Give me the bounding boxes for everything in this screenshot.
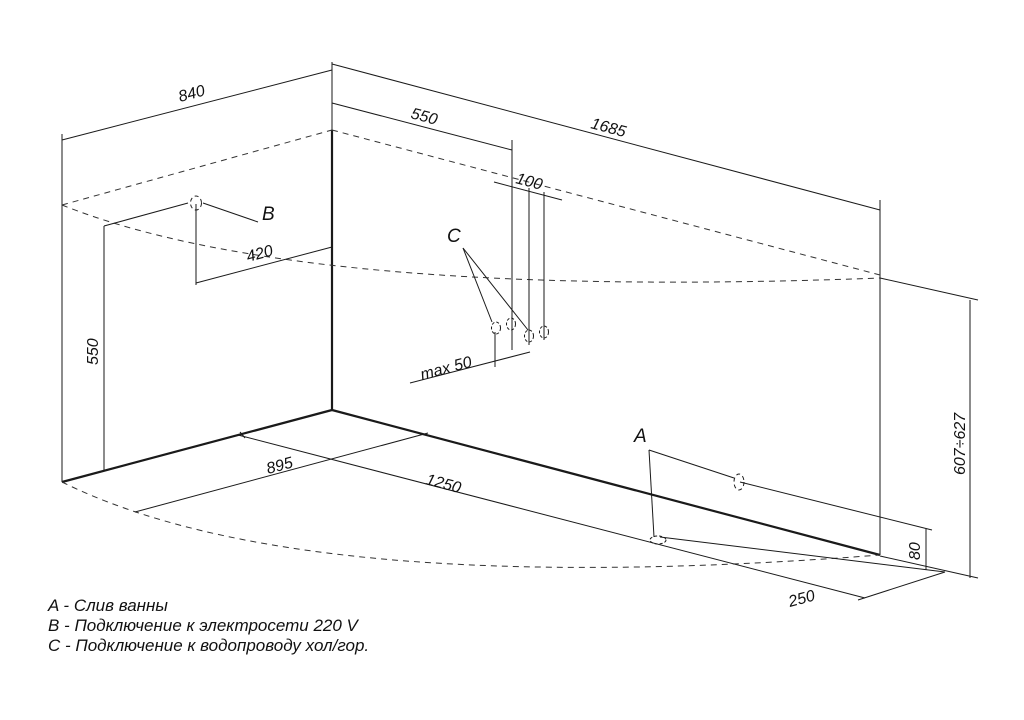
dim-250-label: 250: [786, 588, 817, 612]
dim-895-label: 895: [265, 455, 295, 478]
dim-420-label: 420: [245, 243, 275, 266]
marker-a-label: A: [633, 426, 647, 447]
marker-c: C: [447, 226, 549, 343]
hidden-rim-lines: [61, 129, 881, 568]
dim-607-627: 607÷627: [879, 277, 979, 579]
dim-550-top-label: 550: [409, 105, 439, 128]
marker-a: A: [633, 426, 745, 545]
dim-80-label: 80: [907, 542, 924, 560]
dim-840: 840: [61, 62, 333, 146]
dim-420: 420: [195, 204, 333, 285]
dim-550-top: 550: [331, 102, 513, 350]
dim-607-label: 607÷627: [952, 412, 969, 475]
dim-250: 250: [786, 571, 946, 612]
dim-1685: 1685: [331, 63, 881, 218]
legend: A - Слив ванны B - Подключение к электро…: [48, 596, 369, 656]
dim-max50-label: max 50: [419, 354, 474, 384]
dim-1250-label: 1250: [424, 471, 463, 497]
dim-550-side: 550: [85, 202, 189, 470]
dim-100-label: 100: [514, 170, 544, 193]
dim-895: 895: [134, 431, 429, 513]
dim-550-side-label: 550: [85, 338, 102, 365]
legend-item-a: A - Слив ванны: [48, 596, 168, 615]
legend-item-c: C - Подключение к водопроводу хол/гор.: [48, 636, 370, 655]
marker-c-label: C: [447, 226, 461, 247]
marker-b: B: [190, 195, 275, 225]
marker-b-label: B: [262, 204, 275, 225]
bathtub-outline: [61, 130, 881, 557]
dim-100: 100: [493, 170, 563, 345]
dim-80: 80: [739, 481, 933, 570]
legend-item-b: B - Подключение к электросети 220 V: [48, 616, 358, 635]
dim-840-label: 840: [177, 83, 207, 106]
dim-1250: 1250: [237, 434, 946, 599]
